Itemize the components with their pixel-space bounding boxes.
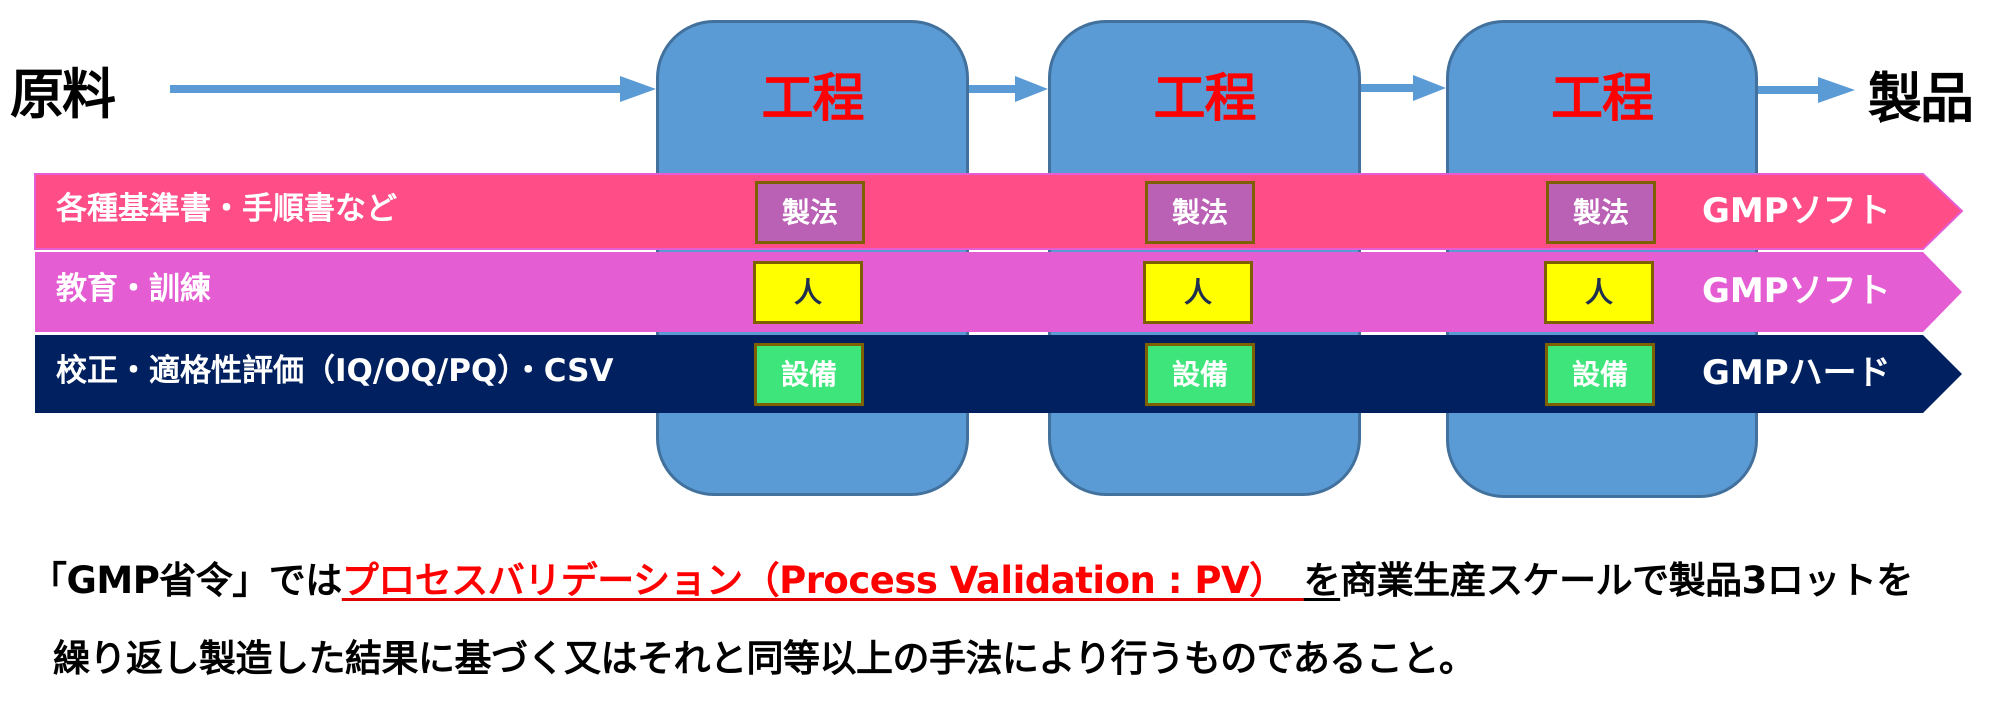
badge-people: 人: [1544, 261, 1654, 324]
band-training-shape: [35, 252, 1962, 332]
statement-suffix: 商業生産スケールで製品3ロットを: [1340, 559, 1913, 602]
band-label-qualification: 校正・適格性評価（IQ/OQ/PQ）・CSV: [56, 353, 614, 389]
bands: [34, 173, 1964, 413]
input-label-raw-materials: 原料: [10, 63, 116, 126]
badge-method: 製法: [1546, 181, 1656, 244]
badge-equipment: 設備: [754, 343, 864, 406]
arrow-process-2-to-3: [1361, 75, 1446, 101]
band-tail-documents: GMPソフト: [1702, 191, 1891, 231]
badge-people: 人: [1143, 261, 1253, 324]
band-tail-training: GMPソフト: [1702, 271, 1891, 311]
band-label-training: 教育・訓練: [56, 271, 211, 307]
statement-line-1: 「GMP省令」ではプロセスバリデーション（Process Validation …: [30, 562, 1913, 599]
arrow-process-3-to-output: [1758, 77, 1855, 103]
process-label: 工程: [1550, 69, 1654, 129]
badge-method: 製法: [755, 181, 865, 244]
band-documents-shape: [34, 173, 1964, 250]
badge-people: 人: [753, 261, 863, 324]
flow-arrows: [170, 75, 1855, 103]
process-validation-term: プロセスバリデーション（Process Validation : PV）: [341, 559, 1304, 602]
statement-particle: を: [1303, 559, 1341, 602]
arrow-process-1-to-2: [969, 76, 1048, 102]
statement-line-2: 繰り返し製造した結果に基づく又はそれと同等以上の手法により行うものであること。: [53, 637, 1476, 680]
process-label: 工程: [761, 69, 864, 129]
band-label-documents: 各種基準書・手順書など: [56, 191, 397, 227]
band-qualification-shape: [35, 335, 1962, 413]
process-label: 工程: [1153, 69, 1256, 129]
arrow-input-to-process-1: [170, 76, 656, 102]
band-tail-qualification: GMPハード: [1702, 353, 1891, 393]
statement-prefix: 「GMP省令」では: [30, 559, 342, 602]
badge-equipment: 設備: [1145, 343, 1255, 406]
output-label-product: 製品: [1868, 67, 1974, 130]
badge-method: 製法: [1145, 181, 1255, 244]
badge-equipment: 設備: [1545, 343, 1655, 406]
